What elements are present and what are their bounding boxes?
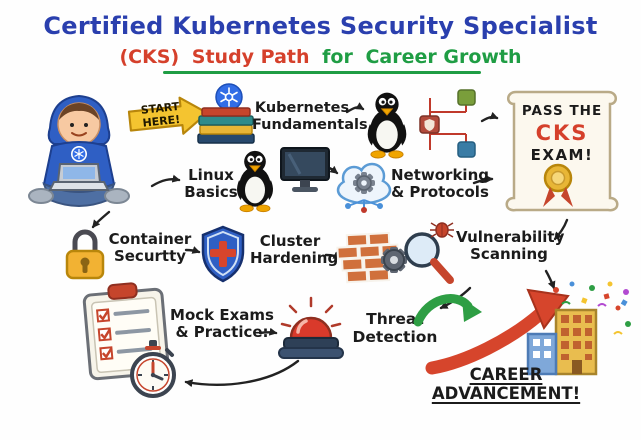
vulnerability-scanning-label: Vulnerability Scanning — [456, 228, 565, 264]
exam-line3: EXAM! — [530, 146, 594, 165]
exam-line2: CKS — [535, 120, 589, 145]
start-arrow-banner-icon: START HERE! — [126, 88, 213, 146]
tux-penguin-linux-icon — [230, 148, 280, 213]
exam-text: PASS THE CKS EXAM! — [498, 103, 626, 165]
alarm-siren-icon — [274, 296, 348, 362]
monitor-icon — [278, 146, 332, 196]
subtitle-underline — [163, 71, 481, 74]
subtitle-career-growth: Career Growth — [365, 46, 522, 68]
exam-scroll-icon: PASS THE CKS EXAM! — [498, 86, 626, 220]
books-stack-icon — [196, 107, 256, 144]
linux-basics-label: Linux Basics — [184, 166, 238, 202]
fundamentals-label: Kubernetes Fundamentals — [252, 100, 368, 133]
subtitle-for: for — [322, 46, 353, 68]
page-title: Certified Kubernetes Security Specialist — [43, 12, 598, 40]
mock-exams-label: Mock Exams & Practice: — [170, 306, 274, 342]
office-building-icon — [520, 304, 600, 380]
magnifier-bug-icon — [398, 220, 458, 286]
confetti-icon — [548, 280, 632, 344]
kubernetes-wheel-icon — [214, 82, 244, 112]
threat-detection-label: Threat Detection — [352, 310, 438, 346]
shield-cross-icon — [198, 224, 248, 284]
container-security-label: Container Securtty — [108, 230, 192, 266]
padlock-icon — [62, 224, 108, 282]
exam-line1: PASS THE — [521, 103, 603, 119]
student-with-laptop-icon — [12, 84, 147, 216]
subtitle-cks: (CKS) — [119, 46, 180, 68]
page-subtitle: (CKS) Study Path for Career Growth — [0, 46, 641, 68]
gear-icon — [381, 247, 407, 273]
brick-firewall-gear-icon — [332, 228, 408, 286]
growth-arrow-green-icon — [412, 286, 484, 344]
network-topology-icon — [416, 89, 488, 160]
networking-label: Networking & Protocols — [391, 166, 489, 202]
career-advancement-label: CAREER ADVANCEMENT! — [431, 365, 581, 403]
stopwatch-icon — [126, 338, 180, 400]
subtitle-study-path: Study Path — [191, 46, 310, 68]
gear-icon — [353, 172, 375, 194]
cloud-gear-icon — [332, 156, 396, 214]
checklist-clipboard-icon — [78, 278, 174, 383]
tux-penguin-top-icon — [360, 90, 414, 159]
cluster-hardening-label: Cluster Hardening — [250, 232, 339, 268]
